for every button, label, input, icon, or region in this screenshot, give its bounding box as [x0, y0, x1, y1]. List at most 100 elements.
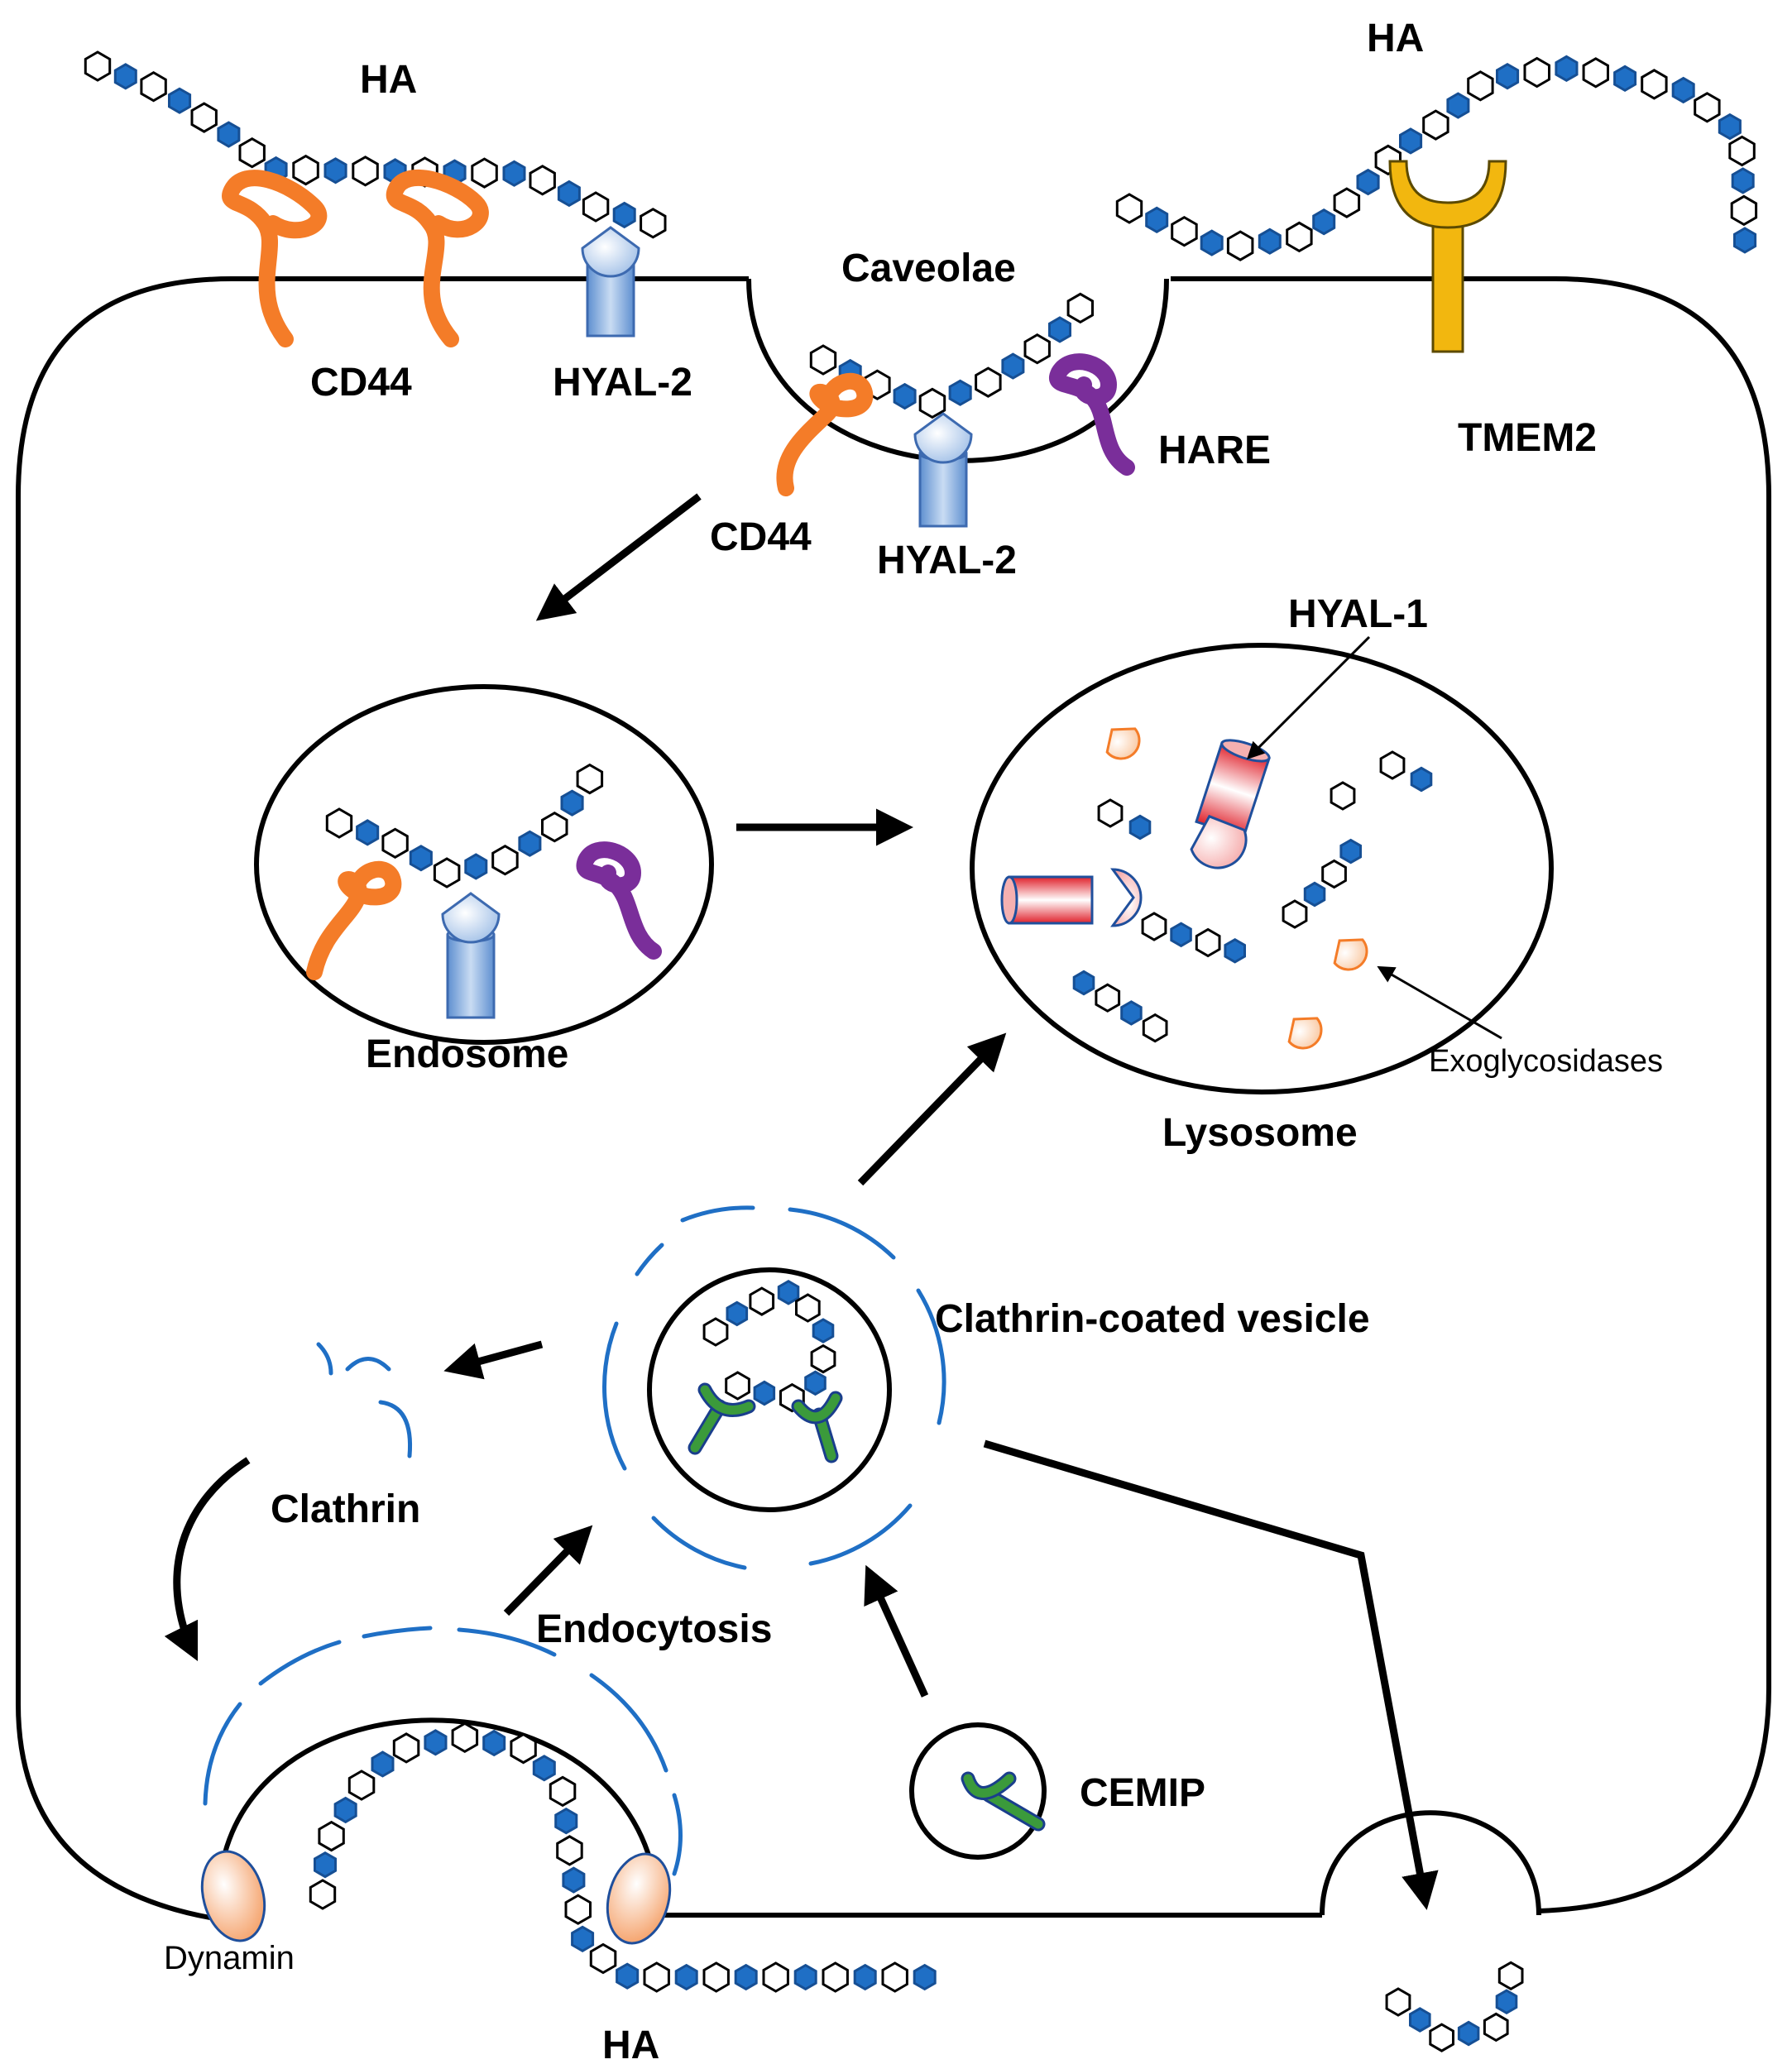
label-exoglycosidases: Exoglycosidases: [1429, 1044, 1663, 1079]
ha-unit: [1730, 194, 1758, 227]
clathrin-free: [316, 1342, 413, 1458]
ha-unit: [491, 844, 519, 876]
ha-unit: [1321, 859, 1347, 889]
ha-unit: [762, 1961, 789, 1993]
ha-unit: [571, 1925, 595, 1953]
ha-unit: [1496, 62, 1520, 90]
ha-unit: [1422, 109, 1449, 141]
ha-unit: [502, 160, 526, 187]
ha-unit: [549, 1775, 577, 1808]
ha-unit: [1731, 167, 1755, 194]
ha-chain-top-right: [1115, 55, 1758, 261]
ha-unit: [1333, 187, 1361, 218]
ha-unit: [793, 1963, 817, 1991]
ha-unit: [640, 208, 667, 239]
ha-unit: [810, 1343, 836, 1374]
label-clathrin-coated-vesicle: Clathrin-coated vesicle: [935, 1297, 1370, 1341]
ha-unit: [409, 845, 433, 872]
endosome: [254, 684, 714, 1045]
label-hyal2-caveolae: HYAL-2: [877, 539, 1017, 582]
ha-unit: [392, 1732, 420, 1764]
arrow-hyal1-pointer: [1247, 635, 1371, 759]
label-hyal1: HYAL-1: [1288, 592, 1428, 636]
label-ha-top-left: HA: [360, 58, 417, 102]
arrow-exoglycosidase-pointer: [1377, 965, 1502, 1040]
ha-unit: [812, 1318, 835, 1343]
ha-unit: [554, 1807, 578, 1835]
ha-unit: [881, 1961, 908, 1993]
ha-unit: [918, 387, 946, 419]
ha-unit: [1523, 56, 1550, 89]
ha-unit: [564, 1894, 592, 1925]
arrow-endocytosis: [503, 1525, 593, 1616]
label-hare: HARE: [1158, 429, 1271, 472]
ha-unit: [589, 1942, 617, 1975]
ha-unit: [702, 1961, 730, 1993]
cemip-protein: [961, 1771, 1046, 1832]
ha-unit: [1286, 221, 1313, 253]
ha-unit: [1128, 814, 1152, 841]
ha-unit: [529, 165, 556, 196]
hyal1-enzyme-2: [1000, 868, 1143, 927]
ha-unit: [1728, 135, 1756, 167]
ha-unit: [1356, 168, 1380, 196]
hare-receptor-endosome: [576, 841, 662, 960]
ha-unit: [674, 1963, 698, 1991]
arrow-vesicle-to-clathrin: [443, 1340, 544, 1380]
arrow-vesicle-to-exocytosis: [983, 1439, 1439, 1910]
ha-unit: [1467, 70, 1494, 102]
ha-unit: [168, 87, 192, 114]
ha-unit: [893, 382, 917, 410]
ha-unit: [1282, 899, 1308, 929]
ha-unit: [1226, 230, 1254, 261]
ha-unit: [1733, 227, 1757, 254]
ha-unit: [1095, 983, 1121, 1013]
arrow-cemip-to-vesicle: [864, 1564, 929, 1698]
clathrin-coat-pit: [203, 1626, 683, 1876]
ha-chain-caveolae: [809, 292, 1094, 419]
ha-fragment-6: [1072, 970, 1168, 1043]
ha-chain-vesicle: [702, 1279, 836, 1413]
ha-unit: [292, 154, 319, 186]
label-endosome: Endosome: [366, 1032, 568, 1076]
label-cd44-top: CD44: [310, 361, 412, 405]
arrow-vesicle-to-lysosome: [857, 1032, 1007, 1186]
ha-unit: [1171, 215, 1198, 247]
ha-unit: [371, 1751, 395, 1778]
ha-unit: [113, 63, 137, 90]
ha-unit: [1066, 292, 1094, 324]
ha-fragment-2: [1379, 750, 1433, 793]
ha-unit: [1409, 2007, 1431, 2033]
cemip-in-vesicle-2: [791, 1391, 843, 1463]
ha-unit: [84, 50, 112, 82]
ha-unit: [518, 830, 542, 857]
ha-unit: [582, 191, 610, 223]
ha-chains: [84, 50, 1758, 2052]
ha-unit: [541, 811, 568, 843]
ha-unit: [309, 1879, 337, 1910]
dynamin-right: [606, 1852, 672, 1945]
ha-unit: [726, 1300, 749, 1327]
ha-unit: [1718, 113, 1742, 141]
ha-unit: [1141, 912, 1167, 941]
ha-unit: [975, 366, 1002, 398]
ha-unit: [217, 121, 241, 148]
ha-unit: [482, 1729, 506, 1757]
ha-unit: [140, 70, 167, 103]
hare-receptor-caveolae: [1049, 353, 1135, 476]
cemip-vesicle: [909, 1722, 1047, 1860]
ha-fragment-exocytosed: [1385, 1961, 1524, 2052]
label-ha-bottom: HA: [602, 2024, 659, 2067]
ha-unit: [643, 1961, 670, 1993]
ha-unit: [1613, 65, 1637, 93]
ha-unit: [1001, 352, 1025, 380]
ha-unit: [1483, 2012, 1509, 2043]
ha-unit: [318, 1820, 345, 1852]
label-clathrin: Clathrin: [271, 1487, 420, 1531]
ha-unit: [1145, 206, 1169, 234]
ha-unit: [471, 157, 498, 189]
ha-unit: [1097, 798, 1124, 828]
ha-unit: [1200, 229, 1224, 256]
ha-unit: [356, 819, 380, 846]
